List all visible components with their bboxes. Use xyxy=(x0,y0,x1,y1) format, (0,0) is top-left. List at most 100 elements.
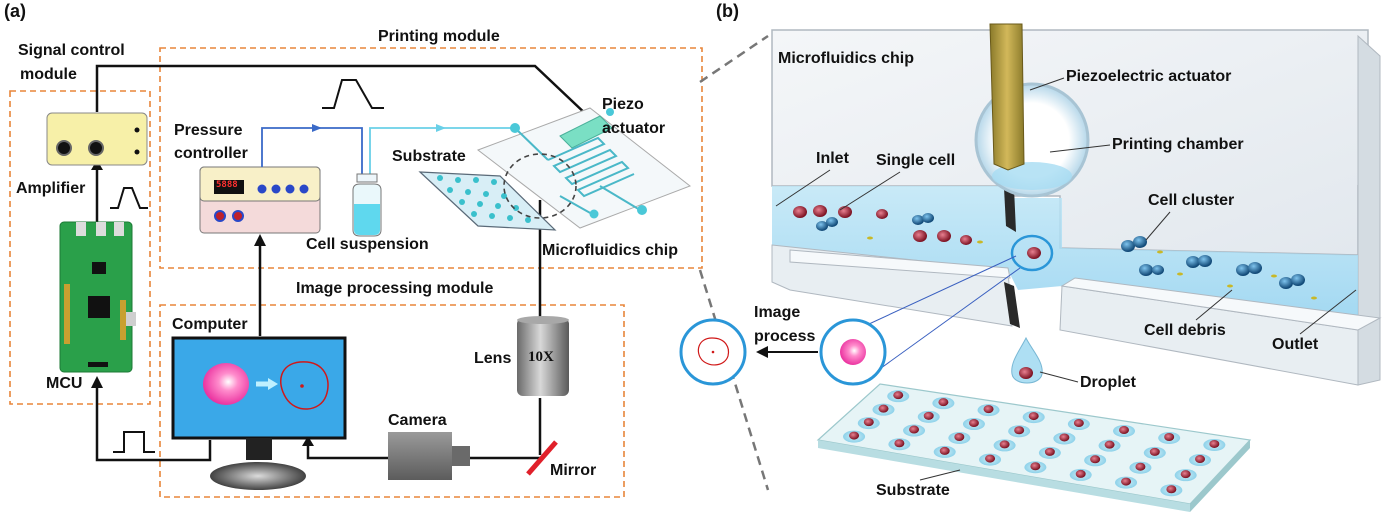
printed-cell xyxy=(1195,455,1206,464)
printed-cell xyxy=(1059,433,1070,442)
pressure-controller-label: Pressure xyxy=(174,122,243,139)
amplifier-knob xyxy=(88,140,104,156)
printed-cell xyxy=(1104,440,1115,449)
printed-cell xyxy=(1044,447,1055,456)
arrowhead xyxy=(756,346,768,358)
printed-cell xyxy=(923,411,934,420)
lens-magnification: 10X xyxy=(528,349,554,365)
pulse-waveform-icon xyxy=(322,79,384,109)
suspension-tube xyxy=(369,127,515,180)
printed-cell xyxy=(1075,469,1086,478)
outlet-label: Outlet xyxy=(1272,336,1319,353)
monitor-stand xyxy=(210,462,306,490)
captured-cell xyxy=(840,339,866,365)
printing-module-label: Printing module xyxy=(378,28,500,45)
pulse-waveform-icon xyxy=(110,187,148,209)
mcu-chip xyxy=(92,262,106,274)
controller-display xyxy=(214,180,244,194)
cell-cluster-label: Cell cluster xyxy=(1148,192,1235,209)
chip-port xyxy=(606,108,614,116)
arrowhead xyxy=(91,376,103,388)
cell-contour xyxy=(280,361,329,410)
printed-cell xyxy=(909,425,920,434)
substrate-droplets xyxy=(437,175,531,223)
monitor-neck xyxy=(246,438,272,460)
zoom-region-circle xyxy=(503,153,577,219)
controller-button xyxy=(271,184,281,194)
printed-droplets xyxy=(843,390,1226,497)
printed-cell xyxy=(999,440,1010,449)
amplifier-jack xyxy=(134,149,140,155)
amplifier-label: Amplifier xyxy=(16,180,86,197)
computer-label: Computer xyxy=(172,316,248,333)
zoom-connector-line xyxy=(699,34,769,84)
usb-port xyxy=(76,222,86,236)
piezo-actuator-label: actuator xyxy=(602,120,666,137)
computer-monitor xyxy=(171,336,347,440)
single-cell-label: Single cell xyxy=(876,152,956,169)
amplifier-knob xyxy=(56,140,72,156)
cell-suspension-label: Cell suspension xyxy=(306,236,429,253)
cell-clusters xyxy=(816,213,1305,289)
usb-port xyxy=(96,222,106,236)
printed-cell xyxy=(1121,477,1132,486)
processed-centroid xyxy=(711,350,715,354)
panel-b-label: (b) xyxy=(716,1,739,21)
mirror-label: Mirror xyxy=(550,462,597,479)
controller-display-readout: 5888 xyxy=(216,180,238,190)
printed-cell xyxy=(985,454,996,463)
printed-cell xyxy=(1030,462,1041,471)
substrate-label-small: Substrate xyxy=(392,148,466,165)
flow-arrowhead xyxy=(436,124,446,132)
cell-image-blob xyxy=(203,363,249,405)
printed-cell xyxy=(1180,470,1191,479)
camera-body xyxy=(388,432,452,480)
chip-port xyxy=(510,123,520,133)
projection-line xyxy=(869,267,1021,377)
cell-debris xyxy=(867,236,1317,300)
chip-ledge-top xyxy=(789,249,1011,279)
droplet-cell xyxy=(1019,367,1033,379)
printed-cell xyxy=(1209,439,1220,448)
image-process-label: process xyxy=(754,328,816,345)
processing-arrowhead xyxy=(268,378,278,390)
printed-cell xyxy=(878,404,889,413)
amplifier-to-piezo-wire xyxy=(95,64,591,119)
arrowhead xyxy=(254,234,266,246)
printed-cell xyxy=(1164,432,1175,441)
mcu-label: MCU xyxy=(46,375,83,392)
inlet-label: Inlet xyxy=(816,150,849,167)
printed-cell xyxy=(894,439,905,448)
suspension-liquid xyxy=(354,204,380,235)
signal-control-module-label: Signal control xyxy=(18,42,125,59)
processed-contour xyxy=(697,337,730,366)
pin-header xyxy=(120,300,126,340)
piezoelectric-actuator-label: Piezoelectric actuator xyxy=(1066,68,1232,85)
camera-to-computer-wire xyxy=(306,442,388,460)
pin-header xyxy=(64,284,70,344)
printed-cell xyxy=(1014,426,1025,435)
printed-cell xyxy=(983,405,994,414)
substrate-label: Substrate xyxy=(876,482,950,499)
substrate-small xyxy=(418,171,557,231)
chip-glass xyxy=(476,107,692,229)
printed-cell xyxy=(954,432,965,441)
arrowhead xyxy=(302,436,314,446)
lens-body xyxy=(517,318,569,396)
microfluidics-chip-label: Microfluidics chip xyxy=(778,50,915,67)
image-processing-module-box xyxy=(159,304,625,498)
chip-channel xyxy=(599,185,641,211)
square-pulse-icon xyxy=(113,431,155,453)
lens-top xyxy=(517,316,569,324)
printed-cell xyxy=(1166,485,1177,494)
printed-cell xyxy=(1090,455,1101,464)
chip-channel xyxy=(559,195,593,215)
printing-module-box xyxy=(159,47,703,269)
printed-cell xyxy=(939,446,950,455)
printed-cell xyxy=(863,418,874,427)
usb-port xyxy=(114,222,124,236)
cell-centroid xyxy=(300,384,304,388)
signal-control-module-box xyxy=(9,90,151,405)
chip-port xyxy=(637,205,647,215)
amplifier-box xyxy=(46,112,148,166)
